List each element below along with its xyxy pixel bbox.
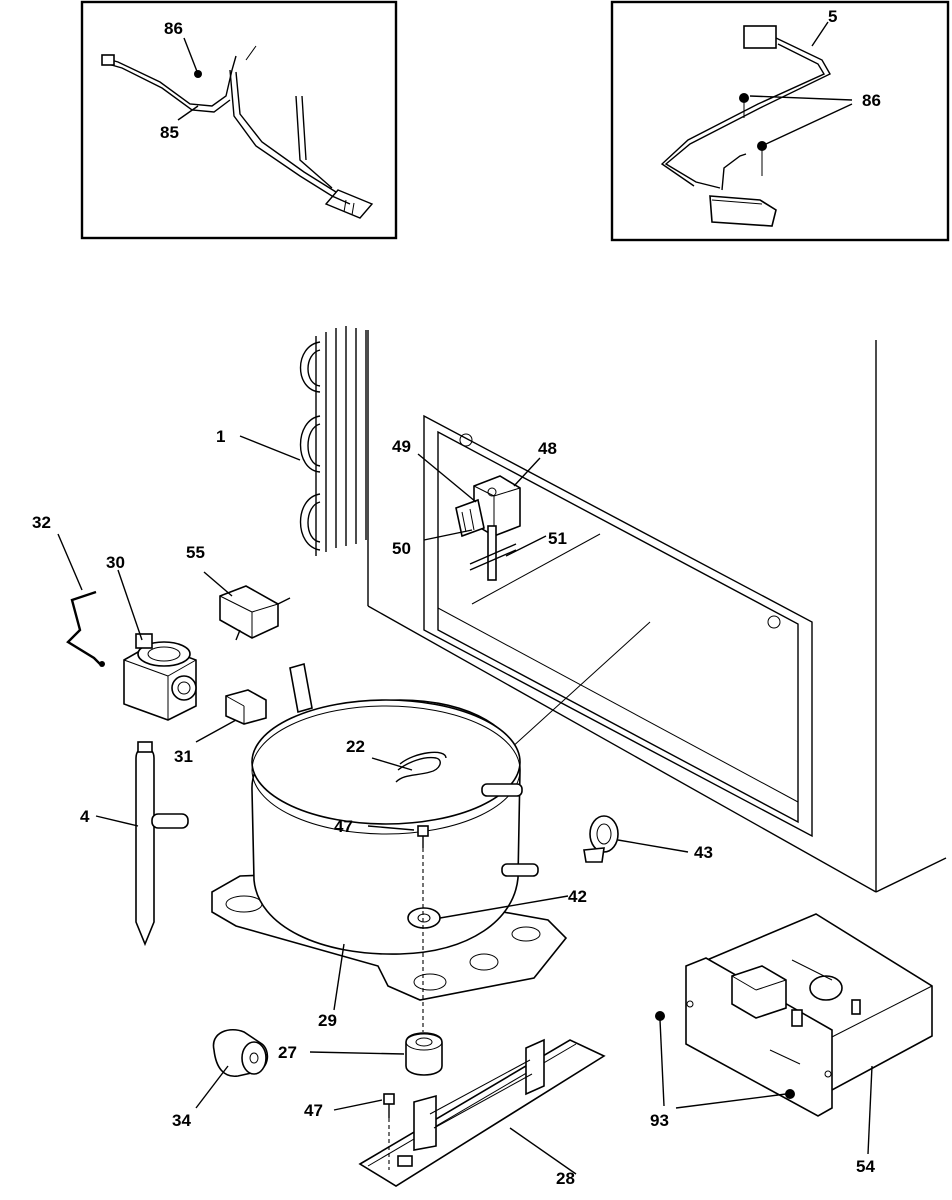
label-28: 28 [556, 1169, 575, 1188]
capacitor-34: 34 [172, 1028, 269, 1130]
label-27: 27 [278, 1043, 297, 1062]
relay-30: 30 [106, 553, 197, 721]
screw-93-right-icon [785, 1089, 795, 1099]
mounting-rail-28: 47 28 [304, 1038, 606, 1188]
label-85: 85 [160, 123, 179, 142]
grommet-27: 27 [278, 1032, 443, 1076]
label-47-upper: 47 [334, 817, 353, 836]
label-30: 30 [106, 553, 125, 572]
overload-55: 55 [186, 543, 291, 641]
label-31: 31 [174, 747, 193, 766]
label-50: 50 [392, 539, 411, 558]
label-49: 49 [392, 437, 411, 456]
defrost-timer-assembly: 49 48 50 51 [392, 437, 567, 581]
label-51: 51 [548, 529, 567, 548]
inset-thermostat-wiring: 5 86 [610, 0, 950, 242]
control-box-54: 93 54 [650, 913, 933, 1176]
label-48: 48 [538, 439, 557, 458]
label-29: 29 [318, 1011, 337, 1030]
label-32: 32 [32, 513, 51, 532]
label-54: 54 [856, 1157, 875, 1176]
label-43: 43 [694, 843, 713, 862]
clamp-43: 43 [583, 815, 713, 863]
label-4: 4 [80, 807, 90, 826]
condenser-coil: 1 [216, 326, 367, 556]
cabinet [367, 330, 947, 893]
label-5: 5 [828, 7, 837, 26]
inset-wiring-harness: 86 85 [80, 0, 398, 240]
wire-32: 32 [32, 513, 105, 667]
drier-4: 4 [80, 741, 189, 947]
label-34: 34 [172, 1111, 191, 1130]
label-93: 93 [650, 1111, 669, 1130]
label-42: 42 [568, 887, 587, 906]
relay-cover-31: 31 [174, 689, 267, 766]
label-47-lower: 47 [304, 1101, 323, 1120]
label-1: 1 [216, 427, 225, 446]
compressor-29: 22 47 42 29 [211, 662, 587, 1032]
label-86-top-right: 86 [862, 91, 881, 110]
label-86-top-left: 86 [164, 19, 183, 38]
label-55: 55 [186, 543, 205, 562]
screw-93-left-icon [655, 1011, 665, 1021]
label-22: 22 [346, 737, 365, 756]
